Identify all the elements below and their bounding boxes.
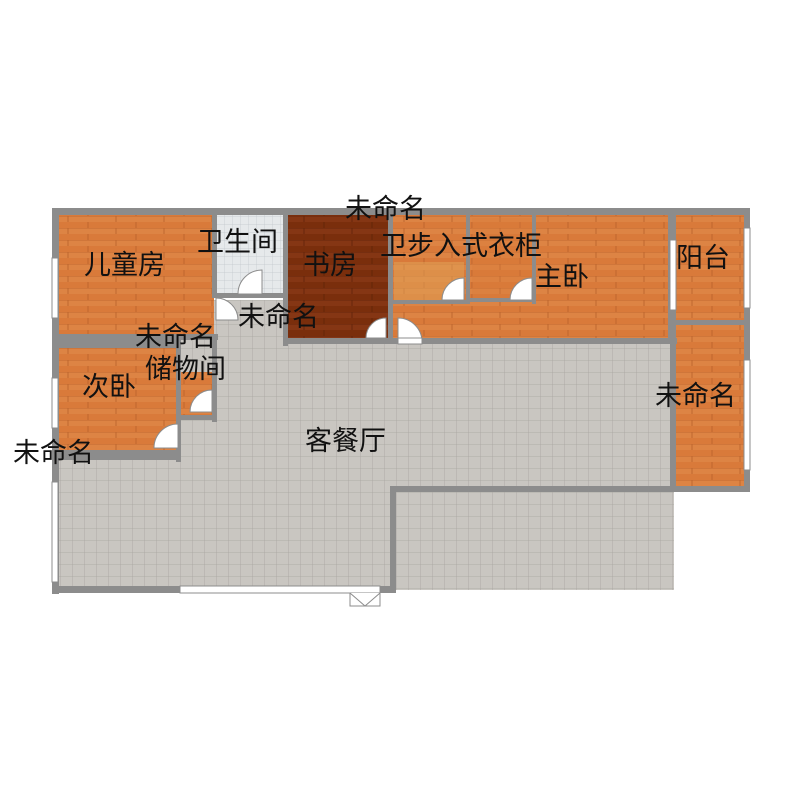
wall-study-left <box>283 208 288 346</box>
door-second-bedroom <box>153 423 179 449</box>
wall-second-top <box>52 340 180 348</box>
door-entrance <box>349 592 381 607</box>
window-right-2 <box>743 359 751 471</box>
wall-second-bottom <box>52 450 180 460</box>
wall-bath2-bottom <box>390 300 470 304</box>
door-corridor <box>215 297 239 321</box>
second-bedroom-floor <box>58 346 178 450</box>
room-label-unnamed-left: 未命名 <box>13 438 94 469</box>
wall-storage-right <box>212 340 217 422</box>
unnamed-right-floor <box>676 322 746 488</box>
room-label-kids-room: 儿童房 <box>84 250 165 281</box>
door-storage <box>189 389 213 413</box>
wall-study-right <box>388 208 393 340</box>
wall-closet-right <box>532 214 536 304</box>
balcony-floor <box>676 214 746 322</box>
room-label-living-dining: 客餐厅 <box>305 426 386 457</box>
door-bathroom-1 <box>237 269 263 295</box>
window-left-1 <box>51 257 59 319</box>
wall-kids-bottom <box>52 334 218 340</box>
wall-kids-right <box>212 208 217 298</box>
floors <box>54 214 746 590</box>
room-label-second-bedroom: 次卧 <box>82 372 136 403</box>
wall-study-bottom <box>283 338 677 344</box>
wall-living-right <box>670 338 676 490</box>
wall-balcony-bottom <box>676 320 746 325</box>
door-closet <box>509 277 533 301</box>
wall-step-horizontal <box>390 486 750 492</box>
window-bottom <box>179 585 381 594</box>
study-floor <box>286 214 390 338</box>
window-right-1 <box>743 227 751 309</box>
wall-bath-bottom <box>212 293 288 298</box>
door-master-sill <box>397 337 423 345</box>
wall-top-right <box>390 208 750 215</box>
wall-right <box>744 208 750 492</box>
room-label-walk-in-closet: 步入式衣柜 <box>407 231 542 262</box>
wall-second-right <box>176 340 181 462</box>
room-label-unnamed-top: 未命名 <box>345 194 426 225</box>
door-study <box>365 317 387 339</box>
room-label-master-bedroom: 主卧 <box>535 262 589 293</box>
wall-step-vertical <box>390 488 396 593</box>
door-bath2 <box>441 277 465 301</box>
room-label-balcony: 阳台 <box>676 243 730 274</box>
room-label-bathroom-1: 卫生间 <box>197 227 278 258</box>
window-balcony <box>669 239 677 311</box>
room-label-unnamed-left-mid: 未命名 <box>135 322 216 353</box>
doors <box>153 269 533 607</box>
room-label-bathroom-2: 卫 <box>380 231 407 262</box>
kids-room-floor <box>58 214 214 336</box>
room-label-unnamed-corridor: 未命名 <box>238 302 319 333</box>
wall-storage-bottom <box>178 415 216 420</box>
room-label-unnamed-right: 未命名 <box>655 381 736 412</box>
wall-top-left <box>52 208 392 215</box>
window-left-2 <box>51 377 59 429</box>
windows <box>51 227 751 594</box>
room-label-study: 书房 <box>303 250 357 281</box>
wall-closet-left <box>466 214 470 304</box>
wall-closet-bottom <box>466 298 536 302</box>
room-label-storage: 储物间 <box>145 354 226 385</box>
window-left-3 <box>51 481 59 583</box>
